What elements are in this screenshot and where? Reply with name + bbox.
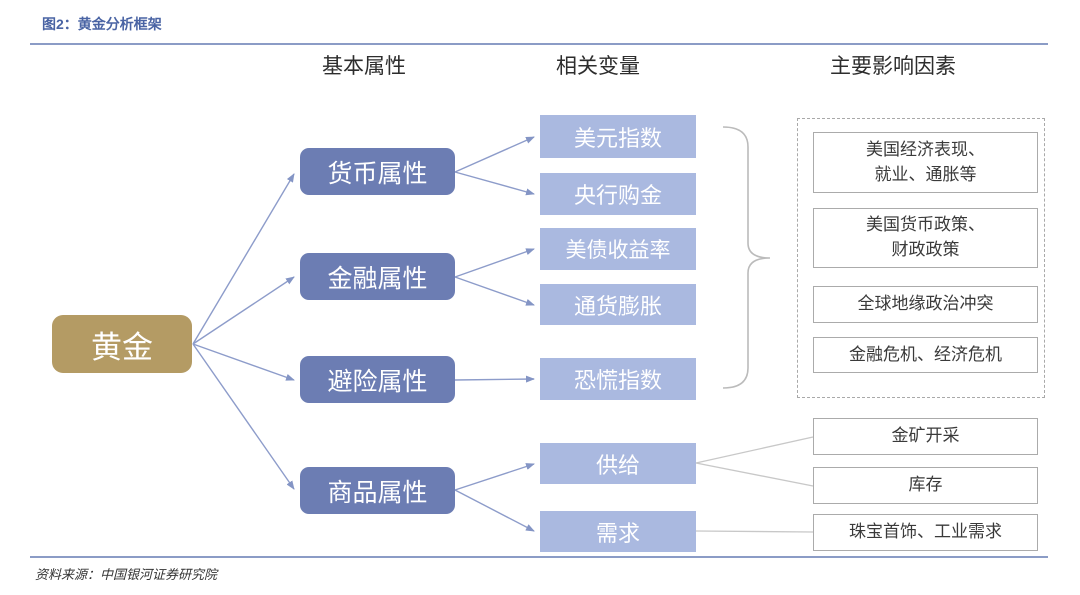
node-dollar-index: 美元指数 [540, 115, 696, 158]
node-demand: 需求 [540, 511, 696, 552]
column-header-related-variables: 相关变量 [556, 54, 640, 78]
factor-line: 美国经济表现、 [866, 139, 985, 159]
node-jewelry-industrial-demand: 珠宝首饰、工业需求 [813, 514, 1038, 551]
node-central-bank-gold-buying: 央行购金 [540, 173, 696, 215]
bottom-divider-line [30, 556, 1048, 558]
top-divider-line [30, 43, 1048, 45]
node-gold-mining: 金矿开采 [813, 418, 1038, 455]
column-header-basic-attributes: 基本属性 [322, 54, 406, 78]
node-us-monetary-fiscal-policy: 美国货币政策、 财政政策 [813, 208, 1038, 268]
node-inflation: 通货膨胀 [540, 284, 696, 325]
node-geopolitical-conflict: 全球地缘政治冲突 [813, 286, 1038, 323]
factor-line: 美国货币政策、 [866, 215, 985, 235]
grouping-brace [722, 126, 771, 389]
figure-title: 图2：黄金分析框架 [42, 16, 162, 32]
node-supply: 供给 [540, 443, 696, 484]
source-note: 资料来源：中国银河证券研究院 [35, 567, 218, 582]
node-financial-economic-crisis: 金融危机、经济危机 [813, 337, 1038, 373]
node-gold: 黄金 [52, 315, 192, 373]
column-header-main-factors: 主要影响因素 [830, 54, 956, 78]
node-commodity-attribute: 商品属性 [300, 467, 455, 514]
node-inventory: 库存 [813, 467, 1038, 504]
node-fear-index: 恐慌指数 [540, 358, 696, 400]
factor-line: 就业、通胀等 [874, 164, 977, 184]
factor-line: 财政政策 [891, 240, 960, 259]
node-us-economy-employment-inflation: 美国经济表现、 就业、通胀等 [813, 132, 1038, 193]
node-safe-haven-attribute: 避险属性 [300, 356, 455, 403]
node-currency-attribute: 货币属性 [300, 148, 455, 195]
node-us-treasury-yield: 美债收益率 [540, 228, 696, 270]
macro-factors-group [797, 118, 1045, 398]
node-financial-attribute: 金融属性 [300, 253, 455, 300]
